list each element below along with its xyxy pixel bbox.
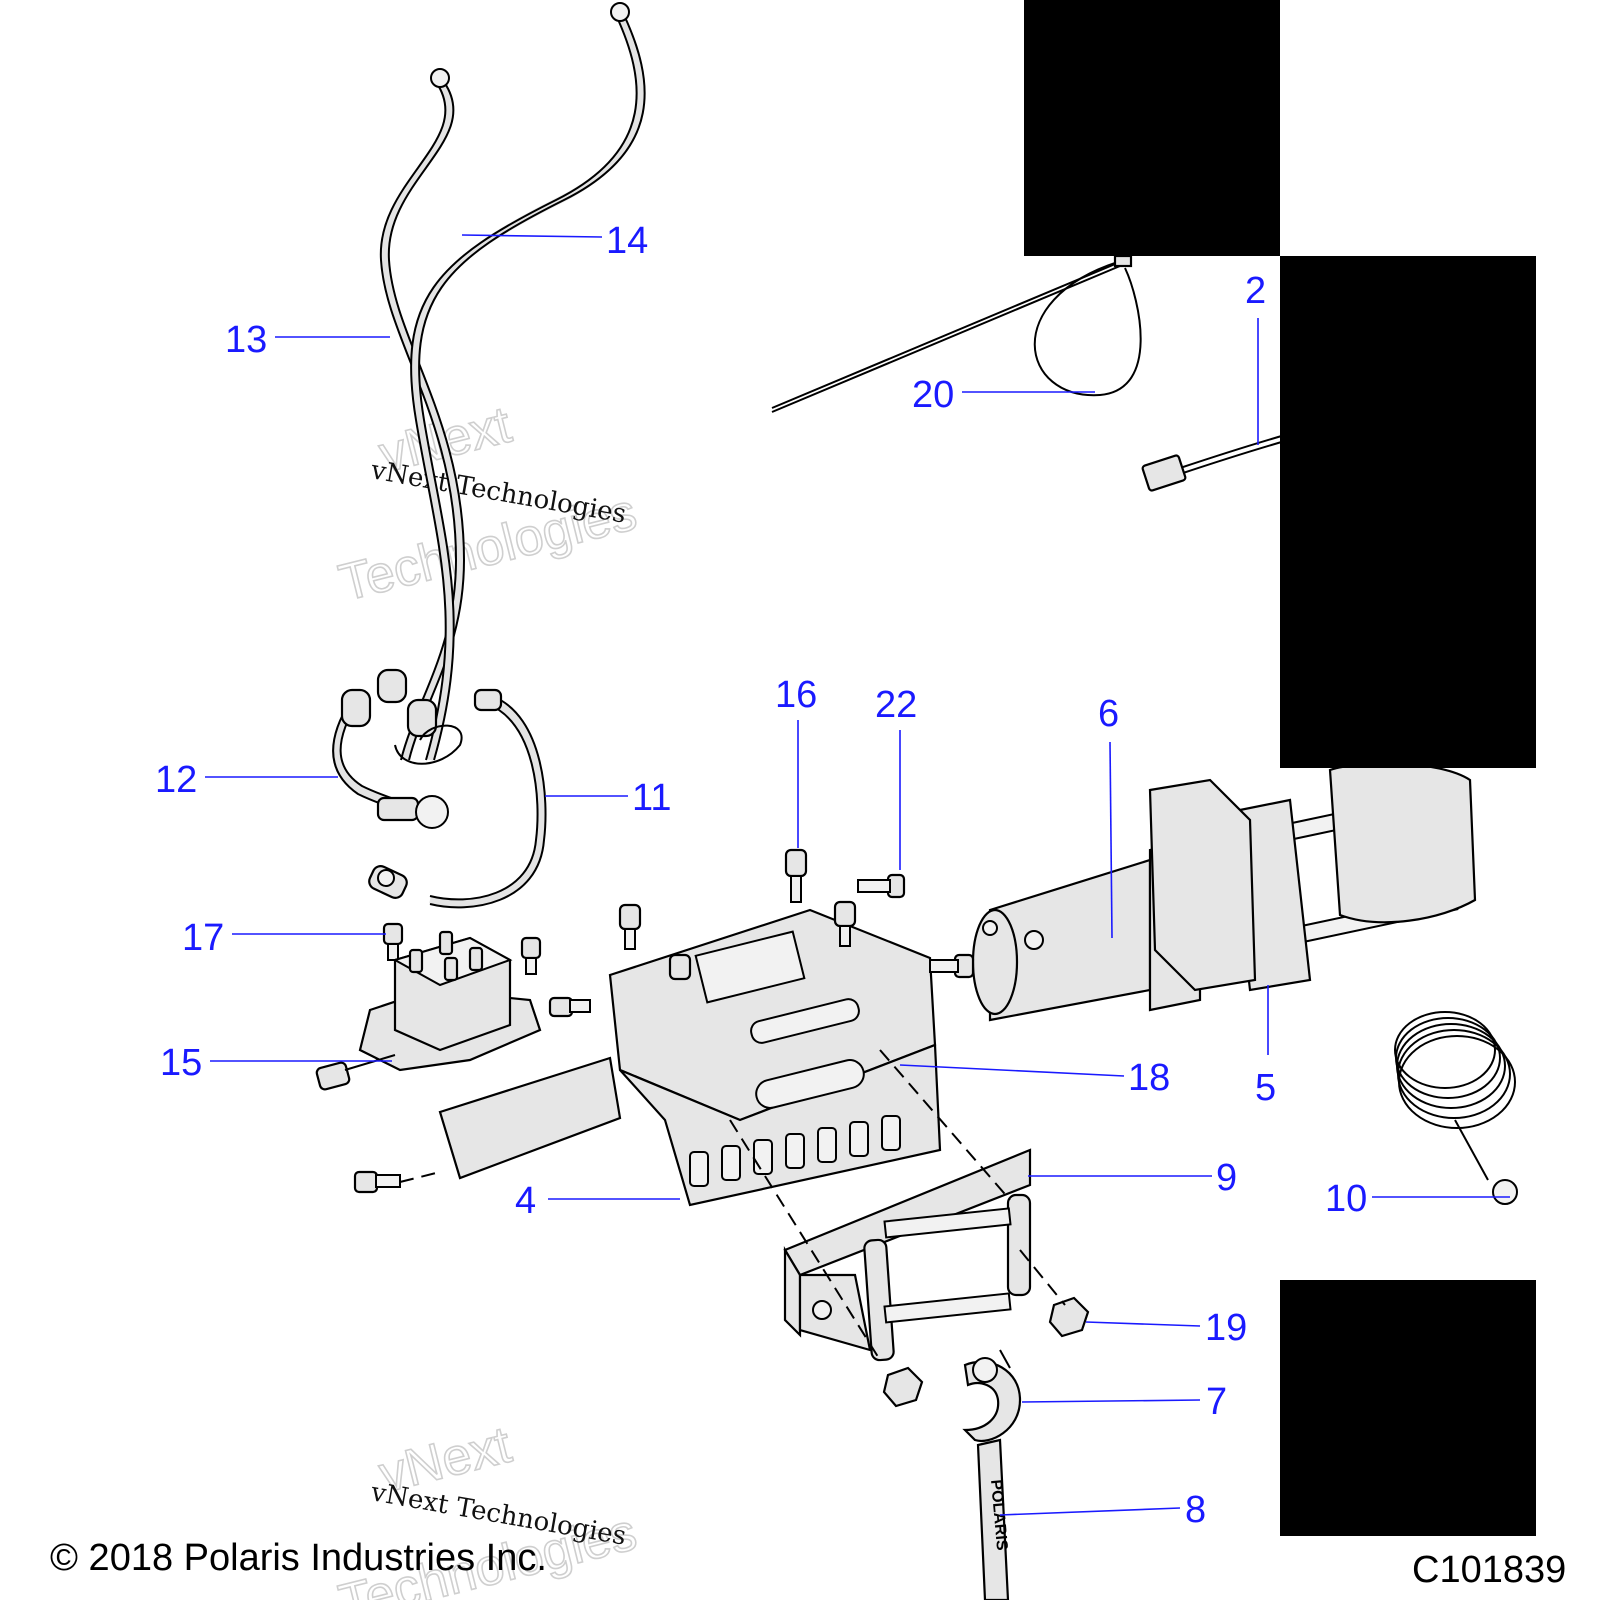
copyright-notice: © 2018 Polaris Industries Inc. <box>50 1537 547 1579</box>
callout-12: 12 <box>155 759 338 801</box>
cable-tie-20 <box>771 254 1142 413</box>
svg-text:4: 4 <box>515 1180 536 1222</box>
coiled-wire-10 <box>1394 1011 1518 1205</box>
strap-8: POLARIS <box>976 1438 1010 1600</box>
svg-text:12: 12 <box>155 759 197 801</box>
solenoid-15 <box>315 930 542 1091</box>
fairlead-9 <box>783 1148 1032 1362</box>
svg-text:15: 15 <box>160 1042 202 1084</box>
callout-17: 17 <box>182 917 386 959</box>
callout-9: 9 <box>1028 1157 1237 1199</box>
winch-6 <box>971 762 1477 1022</box>
svg-text:16: 16 <box>775 674 817 716</box>
svg-text:10: 10 <box>1325 1178 1367 1220</box>
svg-text:17: 17 <box>182 917 224 959</box>
svg-text:13: 13 <box>225 319 267 361</box>
callout-19: 19 <box>1085 1307 1247 1349</box>
svg-text:8: 8 <box>1185 1489 1206 1531</box>
lead-11 <box>368 688 547 909</box>
lead-12 <box>332 668 463 829</box>
callout-13: 13 <box>225 319 390 361</box>
callout-10: 10 <box>1325 1178 1510 1220</box>
callout-18: 18 <box>899 1057 1170 1099</box>
svg-text:18: 18 <box>1128 1057 1170 1099</box>
nut-19 <box>882 1296 1090 1408</box>
svg-text:6: 6 <box>1098 693 1119 735</box>
assembly-lines <box>399 1049 1066 1361</box>
svg-text:11: 11 <box>632 777 671 819</box>
callout-8: 8 <box>999 1489 1206 1531</box>
hook-7 <box>962 1349 1022 1443</box>
svg-text:7: 7 <box>1206 1381 1227 1423</box>
callout-22: 22 <box>875 684 917 870</box>
battery-cable-14 <box>410 2 646 761</box>
svg-text:5: 5 <box>1255 1067 1276 1109</box>
harness-2 <box>1141 434 1286 492</box>
bolt-22 <box>857 873 906 899</box>
callout-20: 20 <box>912 374 1095 416</box>
svg-text:22: 22 <box>875 684 917 726</box>
svg-text:19: 19 <box>1205 1307 1247 1349</box>
svg-text:9: 9 <box>1216 1157 1237 1199</box>
callout-2: 2 <box>1245 270 1266 445</box>
callout-16: 16 <box>775 674 817 848</box>
callout-14: 14 <box>461 220 648 262</box>
svg-text:2: 2 <box>1245 270 1266 312</box>
callout-11: 11 <box>545 777 671 819</box>
callout-6: 6 <box>1098 693 1119 939</box>
svg-text:14: 14 <box>606 220 648 262</box>
redaction-blocks <box>1024 0 1536 1536</box>
figure-id: C101839 <box>1412 1549 1566 1591</box>
callout-5: 5 <box>1255 985 1276 1109</box>
callout-15: 15 <box>160 1042 392 1084</box>
mounting-plate-4 <box>438 908 942 1207</box>
strap-logo: POLARIS <box>987 1479 1010 1552</box>
callout-7: 7 <box>1021 1381 1227 1423</box>
callout-4: 4 <box>515 1180 680 1222</box>
svg-text:20: 20 <box>912 374 954 416</box>
bolt-plate <box>353 900 975 1194</box>
bolt-16 <box>784 848 808 903</box>
bolt-17 <box>382 922 591 1018</box>
